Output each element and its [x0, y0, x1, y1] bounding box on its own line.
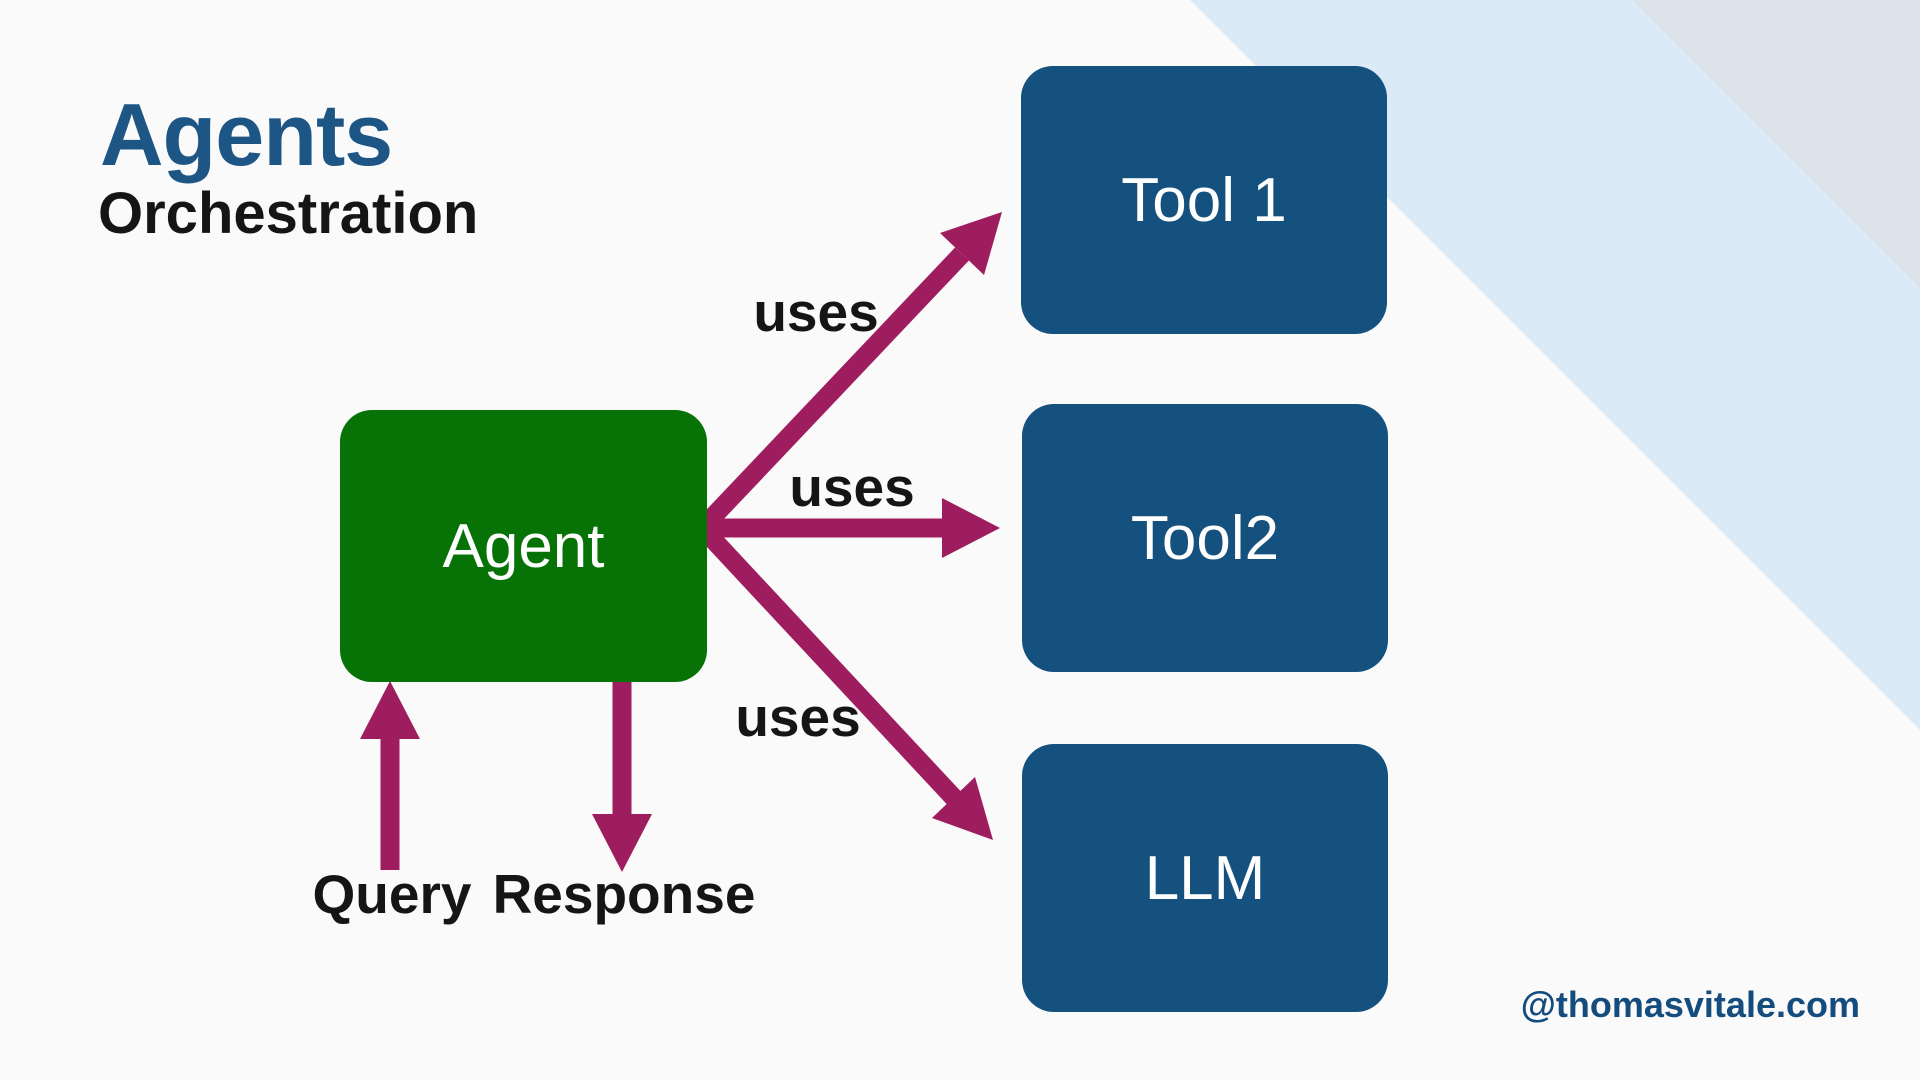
tool2-node: Tool2 [1022, 404, 1388, 672]
uses-arrow-tool1-icon [699, 212, 1002, 531]
query-label: Query [312, 863, 472, 925]
tool1-node-label: Tool 1 [1121, 165, 1287, 235]
response-label: Response [492, 863, 756, 925]
llm-node: LLM [1022, 744, 1388, 1012]
uses-label-tool1: uses [753, 281, 879, 343]
page-title: Agents [100, 85, 393, 184]
tool2-node-label: Tool2 [1130, 503, 1280, 573]
page-subtitle: Orchestration [98, 181, 479, 246]
uses-arrow-llm-icon [699, 525, 993, 840]
uses-label-llm: uses [735, 686, 861, 748]
agent-node: Agent [340, 410, 707, 682]
uses-arrow-tool2-icon [706, 498, 1000, 558]
corner-stripe-gray-icon [1632, 0, 1920, 288]
agent-node-label: Agent [442, 511, 605, 581]
footer-handle: @thomasvitale.com [1520, 984, 1860, 1025]
llm-node-label: LLM [1144, 843, 1266, 913]
response-arrow-icon [592, 682, 652, 872]
uses-label-tool2: uses [789, 456, 915, 518]
query-arrow-icon [360, 681, 420, 870]
tool1-node: Tool 1 [1021, 66, 1387, 334]
